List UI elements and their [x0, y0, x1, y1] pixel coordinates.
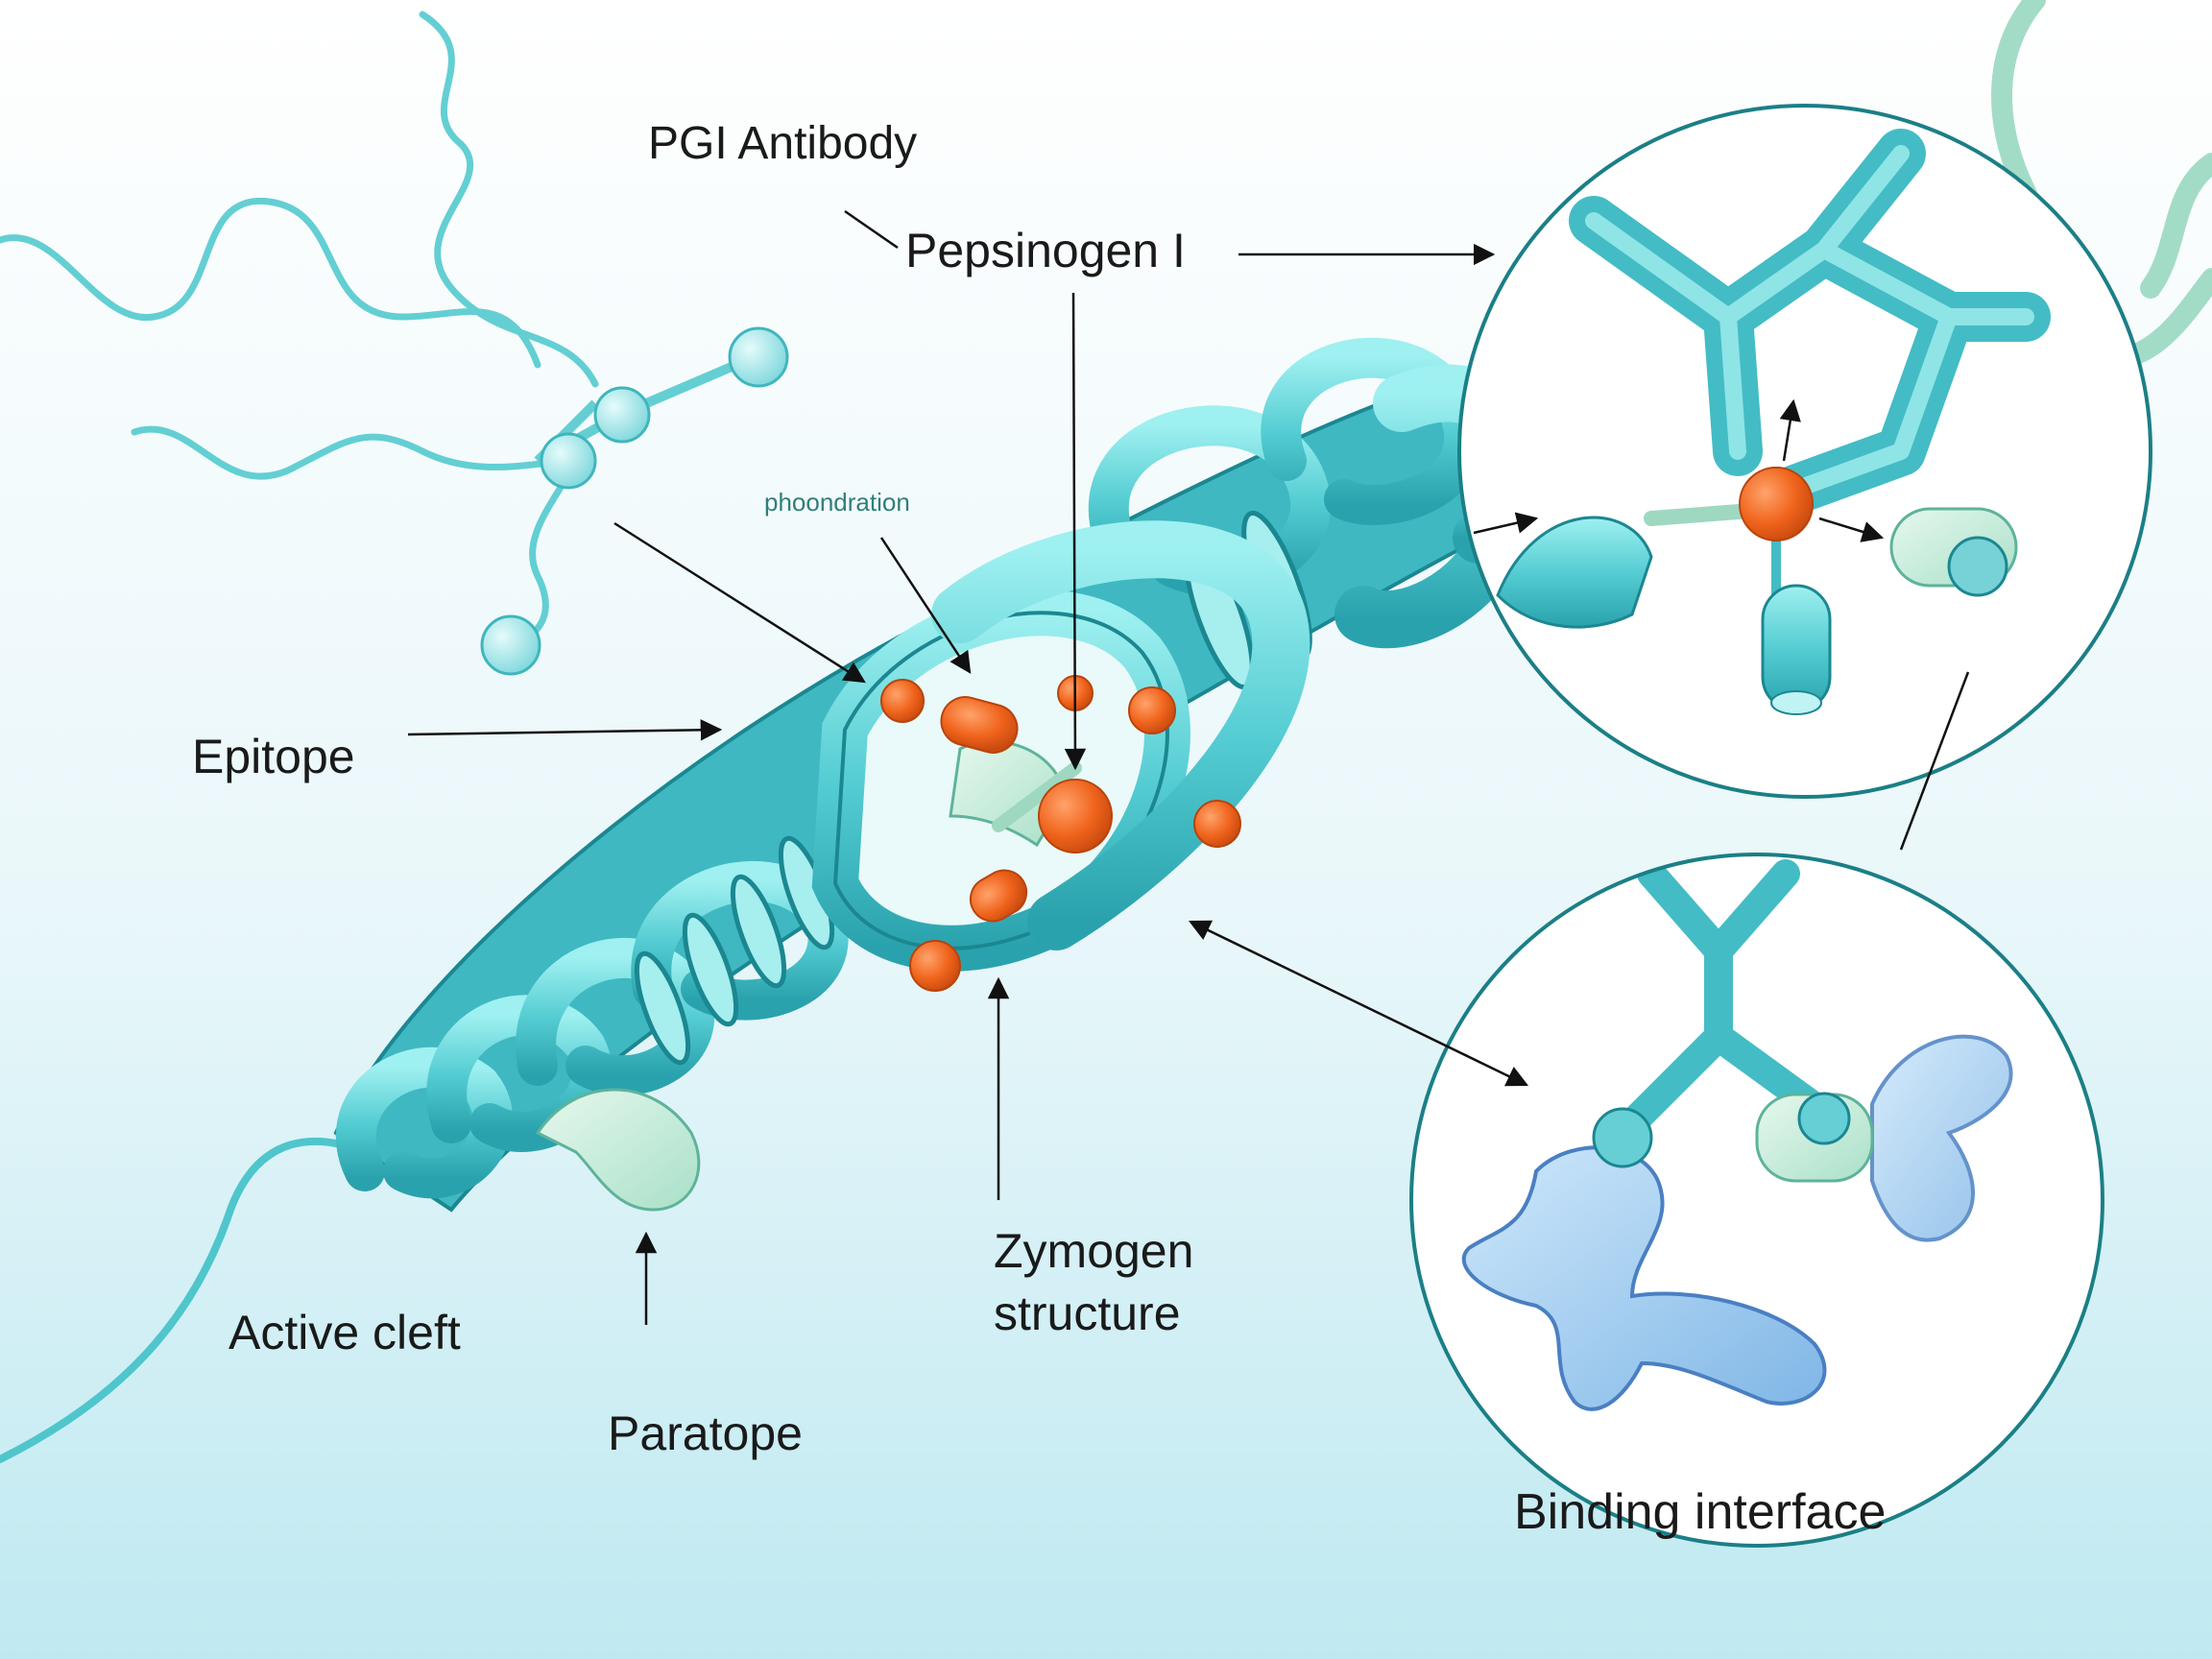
residue: [1038, 779, 1113, 854]
leader-lines: [407, 209, 1970, 1325]
label-pgi-antibody: PGI Antibody: [648, 118, 917, 169]
label-structure: structure: [994, 1286, 1181, 1340]
label-active-cleft: Active cleft: [228, 1306, 461, 1359]
inset-pepsinogen: [1457, 104, 2152, 799]
peptide-chains: [0, 11, 599, 647]
residue: [1128, 686, 1176, 734]
residue: [909, 940, 961, 992]
residues: [880, 675, 1241, 992]
label-pepsinogen: Pepsinogen I: [905, 224, 1186, 277]
bottom-left-tail: [0, 1137, 369, 1463]
residue: [1193, 800, 1241, 848]
right-tail: [2140, 153, 2212, 299]
inset-binding: [1409, 853, 2104, 1548]
label-phosphorylation: phoondration: [764, 488, 910, 517]
residue: [940, 696, 1019, 754]
label-paratope: Paratope: [608, 1407, 803, 1460]
antibody-beads: [480, 326, 789, 676]
residue: [880, 679, 925, 723]
residue: [969, 869, 1028, 923]
label-binding-interface: Binding interface: [1514, 1484, 1886, 1540]
label-zymogen: Zymogen: [994, 1224, 1193, 1278]
label-epitope: Epitope: [192, 730, 355, 783]
